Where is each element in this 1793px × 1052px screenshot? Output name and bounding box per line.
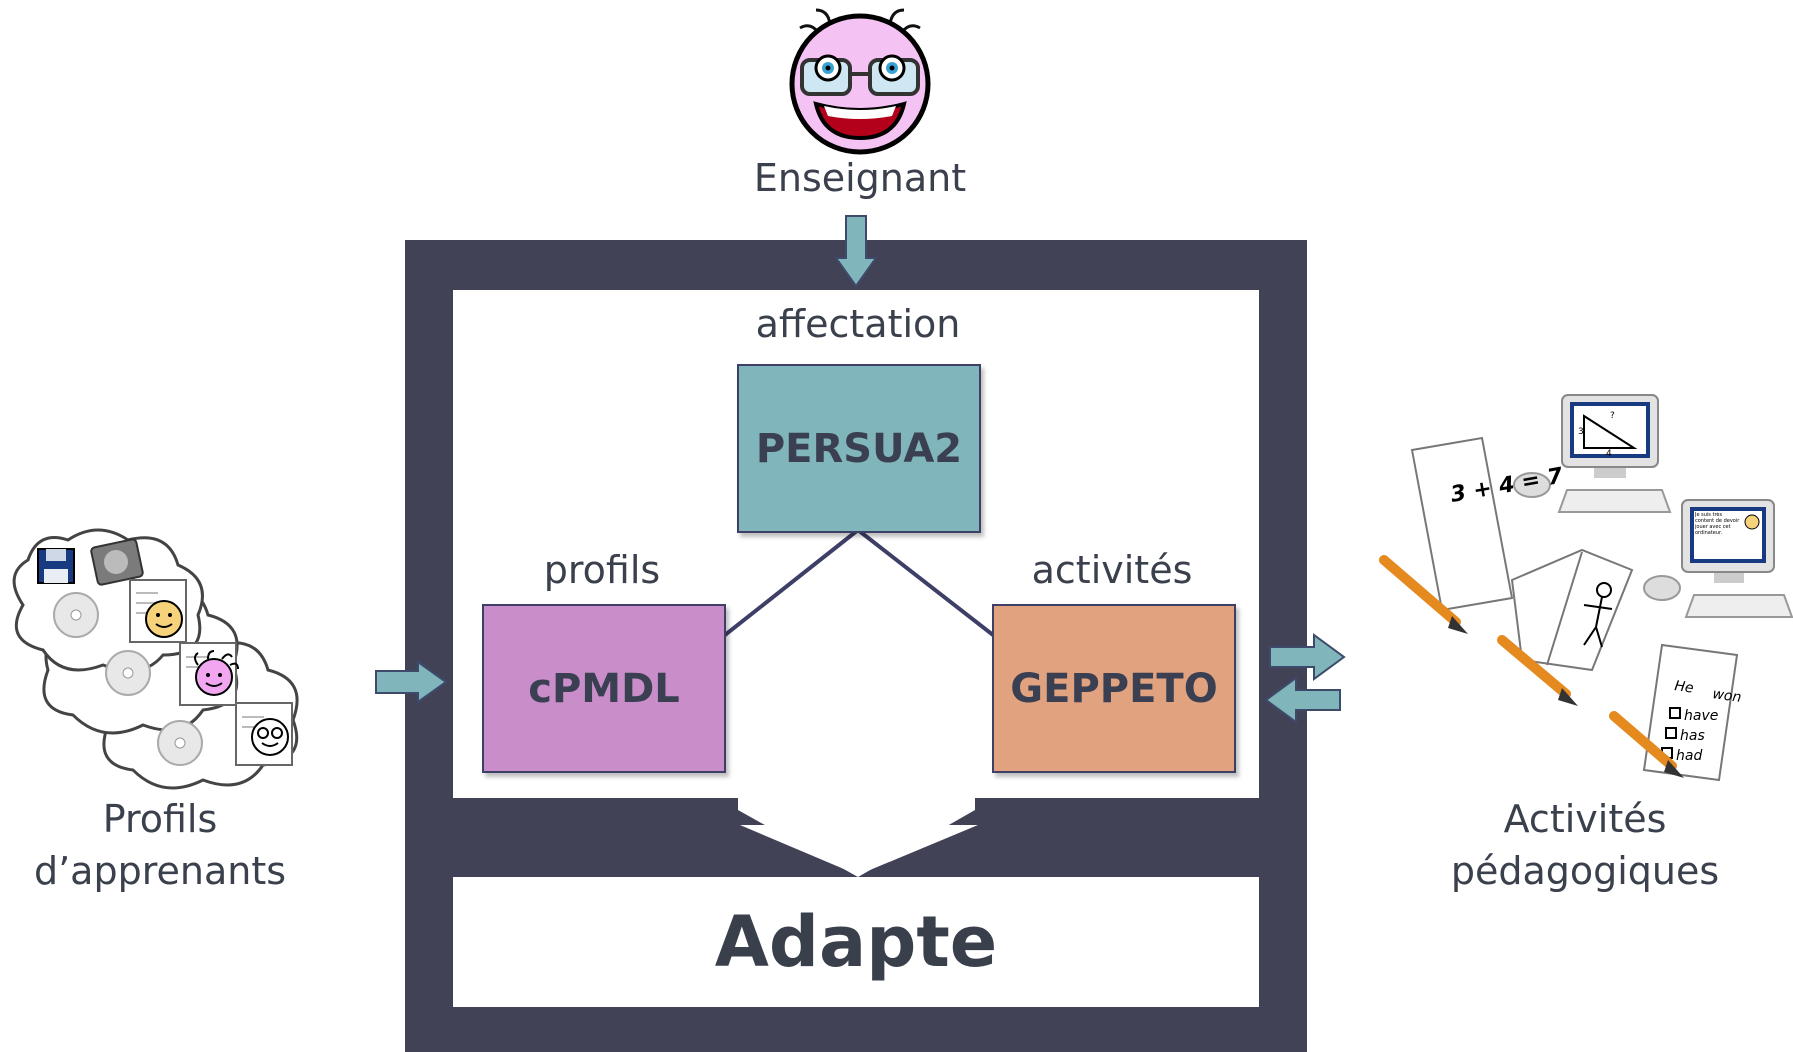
adapte-title: Adapte	[714, 901, 998, 983]
teacher-face-icon	[789, 8, 931, 155]
quiz-option-3: had	[1676, 748, 1702, 764]
pedagogical-activities-icon: 3 ? 4 Je suis très content de devoir jou…	[1379, 394, 1793, 782]
teacher-label: Enseignant	[753, 156, 967, 200]
cpmdl-name: cPMDL	[528, 665, 680, 712]
persua2-caption: affectation	[755, 302, 961, 346]
quiz-sentence-start: He	[1673, 678, 1694, 697]
geppeto-caption: activités	[1031, 548, 1193, 592]
pencil-icon	[1379, 555, 1468, 634]
activities-label-line1: Activités	[1503, 797, 1667, 841]
profiles-label-line1: Profils	[102, 797, 218, 841]
pencil-icon	[1609, 711, 1684, 778]
book-icon	[1510, 548, 1634, 672]
quiz-option-1: have	[1684, 708, 1718, 724]
cpmdl-caption: profils	[543, 548, 661, 592]
computer-icon: 3 ? 4	[1513, 394, 1672, 513]
profiles-arrow	[375, 660, 448, 704]
activities-label: Activités pédagogiques	[1440, 793, 1730, 897]
geppeto-box: GEPPETO	[992, 604, 1236, 773]
screen-message: Je suis très content de devoir jouer ave…	[1695, 512, 1740, 536]
teacher-arrow	[834, 215, 878, 288]
triangle-label-bottom: 4	[1606, 449, 1612, 459]
geppeto-name: GEPPETO	[1010, 665, 1218, 712]
quiz-option-2: has	[1680, 728, 1705, 744]
cpmdl-box: cPMDL	[482, 604, 726, 773]
learner-profiles-cloud-icon	[12, 528, 299, 790]
computer-icon: Je suis très content de devoir jouer ave…	[1643, 499, 1793, 618]
link-persua2-cpmdl	[723, 528, 860, 637]
persua2-box: PERSUA2	[737, 364, 981, 533]
activities-label-line2: pédagogiques	[1450, 849, 1720, 893]
profiles-label-line2: d’apprenants	[33, 849, 287, 893]
activities-in-arrow	[1264, 676, 1341, 724]
profiles-label: Profils d’apprenants	[20, 793, 300, 897]
triangle-label-left: 3	[1578, 427, 1584, 437]
activities-out-arrow	[1269, 633, 1346, 681]
persua2-name: PERSUA2	[755, 425, 963, 472]
pencil-icon	[1497, 635, 1578, 706]
triangle-label-top: ?	[1610, 411, 1615, 421]
quiz-sentence-end: won	[1711, 686, 1742, 706]
link-persua2-geppeto	[856, 528, 995, 637]
adapte-panel: Adapte	[453, 877, 1259, 1007]
